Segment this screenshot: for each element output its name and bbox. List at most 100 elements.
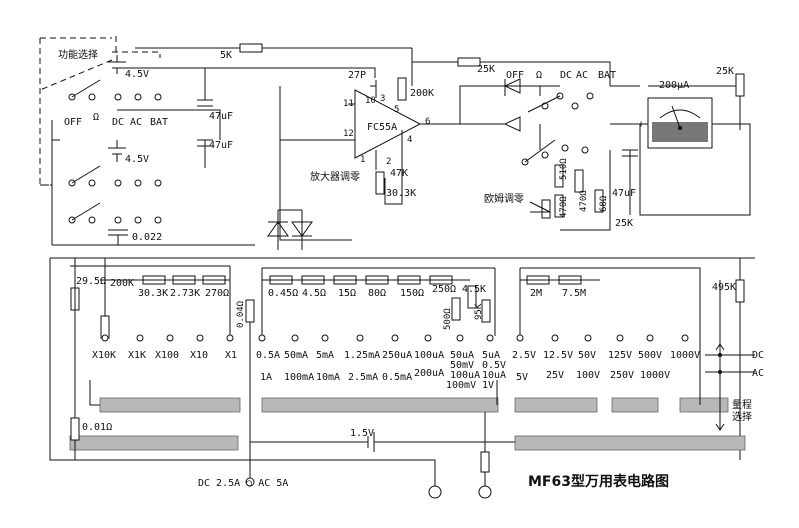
cur-b2-0: 100mV: [446, 380, 476, 391]
cap-27p: 27P: [348, 70, 366, 81]
battery-1: 4.5V: [125, 69, 149, 80]
res-500: 500Ω: [443, 308, 453, 330]
res-95k: 95K: [474, 303, 484, 320]
res-2m: 2M: [530, 288, 542, 299]
res-75m: 7.5M: [562, 288, 586, 299]
res-004: 0.04Ω: [236, 300, 246, 328]
v-b-0: 5V: [516, 372, 528, 383]
pos-dc: DC: [112, 117, 124, 128]
res-045: 0.45Ω: [268, 288, 298, 299]
cur-a-0: 0.5A: [256, 350, 280, 361]
v-a-4: 500V: [638, 350, 662, 361]
adj-510: 510Ω: [559, 158, 569, 180]
out-ohm: Ω: [536, 70, 542, 81]
v-b-2: 100V: [576, 370, 600, 381]
range-x1: X1: [225, 350, 237, 361]
pos-ohm: Ω: [93, 112, 99, 123]
res-45k: 4.5K: [462, 284, 486, 295]
range-selector-bars[interactable]: [69, 397, 746, 451]
res-47k: 47K: [390, 168, 408, 179]
res-5k: 5K: [220, 50, 232, 61]
res-250: 250Ω: [432, 284, 456, 295]
cap-47uf-2: 47uF: [209, 140, 233, 151]
cur-a-4: 250uA: [382, 350, 412, 361]
res-495k: 495K: [712, 282, 736, 293]
res-273k: 2.73K: [170, 288, 200, 299]
res-25k-top: 25K: [477, 64, 495, 75]
battery-2: 4.5V: [125, 154, 149, 165]
meter-label: 200μA: [659, 80, 689, 91]
cur-b-7: 10uA: [482, 370, 506, 381]
current-range-labels: 0.5A 50mA 5mA 1.25mA 250uA 100uA 50uA 5u…: [256, 350, 506, 391]
cap-47uf-1: 47uF: [209, 111, 233, 122]
amp-zero-label: 放大器调零: [310, 170, 360, 183]
v-b-3: 250V: [610, 370, 634, 381]
res-150: 150Ω: [400, 288, 424, 299]
res-303k-b: 30.3K: [138, 288, 168, 299]
ohm-zero-label: 欧姆调零: [484, 192, 524, 205]
range-terminals[interactable]: [101, 334, 689, 342]
range-x10k: X10K: [92, 350, 116, 361]
range-x1k: X1K: [128, 350, 146, 361]
function-switch[interactable]: [51, 55, 255, 246]
cur-b-5: 200uA: [414, 368, 444, 379]
pin-1: 1: [360, 155, 365, 165]
cur-b-3: 2.5mA: [348, 372, 378, 383]
out-dc: DC: [560, 70, 572, 81]
cur-a-5: 100uA: [414, 350, 444, 361]
pin-11: 11: [343, 99, 354, 109]
res-80: 80Ω: [368, 288, 386, 299]
opamp-label: FC55A: [367, 122, 397, 133]
cur-a-6: 50uA: [450, 350, 474, 361]
v-b-1: 25V: [546, 370, 564, 381]
switch-outline: [39, 36, 161, 186]
cur-a2-0: 50mV: [450, 360, 474, 371]
cur-a-3: 1.25mA: [344, 350, 380, 361]
cur-a-1: 50mA: [284, 350, 308, 361]
battery-15v: 1.5V: [350, 428, 374, 439]
v-a-0: 2.5V: [512, 350, 536, 361]
range-x100: X100: [155, 350, 179, 361]
function-select-label: 功能选择: [58, 48, 98, 61]
cur-b-4: 0.5mA: [382, 372, 412, 383]
cur-b2-1: 1V: [482, 380, 494, 391]
opamp-fc55a: [348, 80, 422, 170]
res-303k: 30.3K: [386, 188, 416, 199]
v-b-4: 1000V: [640, 370, 670, 381]
pin-4: 4: [407, 135, 412, 145]
cap-47uf-3: 47uF: [612, 188, 636, 199]
pin-3: 3: [380, 94, 385, 104]
meter-plus: +: [638, 119, 644, 130]
bottom-terminal-label: DC 2.5A ○ AC 5A: [198, 478, 288, 489]
out-off: OFF: [506, 70, 524, 81]
pin-12: 12: [343, 129, 354, 139]
pin-2: 2: [386, 157, 391, 167]
adj-68: 68Ω: [599, 195, 609, 212]
adj-470b: 470Ω: [579, 190, 589, 212]
out-ac: AC: [576, 70, 588, 81]
meter-minus: −: [716, 119, 722, 130]
diagram-title: MF63型万用表电路图: [528, 473, 669, 490]
cur-b-1: 100mA: [284, 372, 314, 383]
shunt-label: 0.01Ω: [82, 422, 112, 433]
cur-b-0: 1A: [260, 372, 272, 383]
pin-6: 6: [425, 117, 430, 127]
pos-off: OFF: [64, 117, 82, 128]
v-a-2: 50V: [578, 350, 596, 361]
cur-b-2: 10mA: [316, 372, 340, 383]
pin-10: 10: [365, 96, 376, 106]
res-45: 4.5Ω: [302, 288, 326, 299]
adj-470a: 470Ω: [559, 196, 569, 218]
out-bat: BAT: [598, 70, 616, 81]
res-25k-right: 25K: [716, 66, 734, 77]
range-select-label: 量程选择: [732, 399, 752, 423]
cur-a-7: 5uA: [482, 350, 500, 361]
pin-5: 5: [394, 105, 399, 115]
output-switch[interactable]: [521, 92, 594, 172]
res-200k: 200K: [410, 88, 434, 99]
res-29-5: 29.5Ω: [76, 276, 106, 287]
cur-a-2: 5mA: [316, 350, 334, 361]
res-270: 270Ω: [205, 288, 229, 299]
